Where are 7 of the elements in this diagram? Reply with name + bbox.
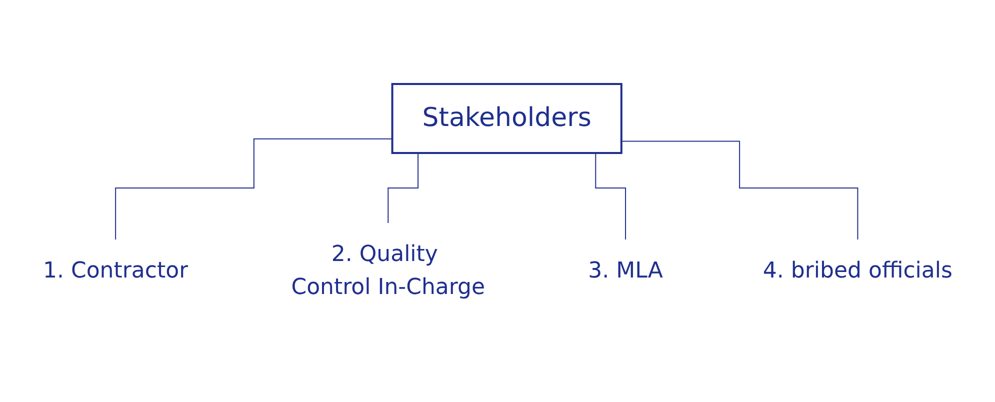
connector	[114, 138, 393, 240]
node-text: 1. Contractor	[42, 258, 188, 283]
node-text: 3. MLA	[588, 258, 663, 283]
node-text: 2. Quality Control In-Charge	[290, 242, 485, 300]
node-text: 4. bribed officials	[762, 258, 952, 283]
connector	[620, 140, 858, 240]
node-box: Stakeholders	[391, 82, 622, 154]
